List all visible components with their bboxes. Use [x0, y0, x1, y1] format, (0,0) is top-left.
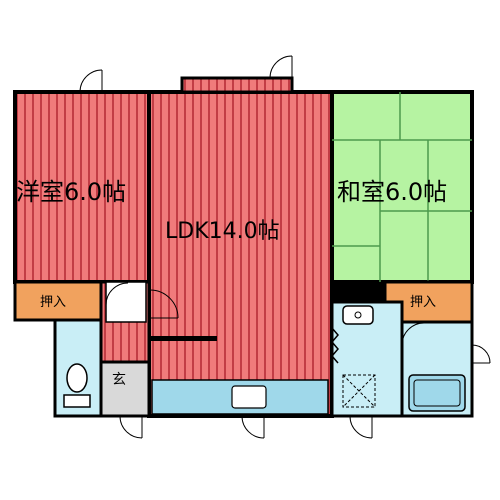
sink-icon — [342, 305, 374, 325]
toilet-icon — [63, 363, 91, 408]
ldk-room-label: LDK14.0帖 — [165, 219, 280, 244]
ldk-room — [147, 90, 334, 418]
closet-right-label: 押入 — [410, 295, 436, 310]
bathtub-inner — [413, 379, 461, 407]
ldk-top-extension — [180, 76, 294, 94]
entrance — [99, 360, 151, 418]
tatami-lines — [332, 92, 472, 282]
closet-left-label: 押入 — [40, 295, 66, 310]
western-room-label: 洋室6.0帖 — [16, 178, 126, 206]
wall-block — [332, 282, 385, 302]
door-swing-icon — [79, 55, 491, 439]
hall-nook — [105, 281, 147, 323]
folding-door-icon — [331, 327, 339, 364]
western-room — [13, 90, 151, 284]
door-swing-icon — [401, 322, 425, 346]
japanese-room-label: 和室6.0帖 — [337, 178, 447, 206]
door-swing-icon — [105, 282, 129, 306]
sink-drain — [354, 311, 362, 319]
interior-wall — [149, 336, 217, 341]
washer-pan-icon — [342, 374, 376, 408]
entrance-label: 玄 — [112, 371, 126, 388]
kitchen-sink — [231, 385, 267, 409]
